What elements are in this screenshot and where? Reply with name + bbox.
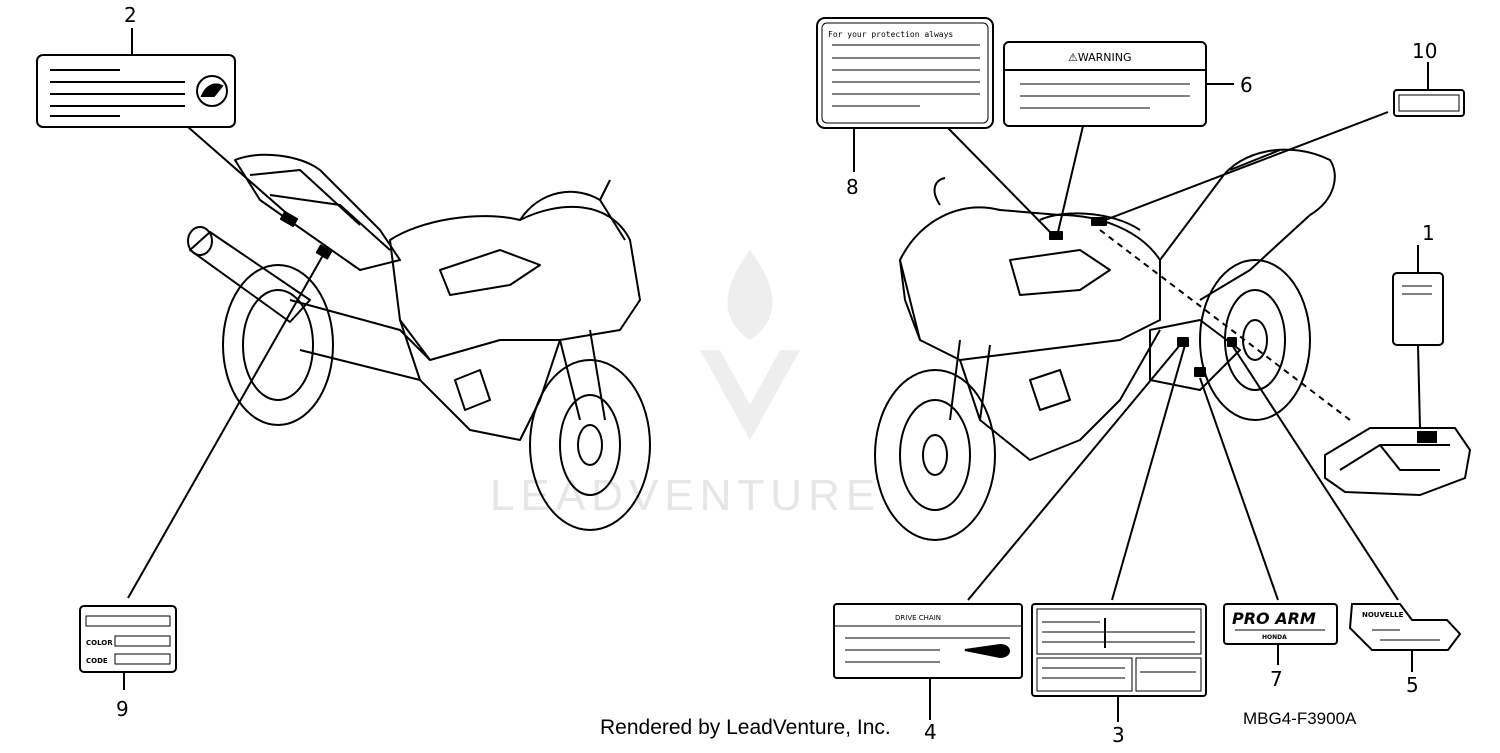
label-9-code: CODE xyxy=(86,657,108,665)
label-8-text: For your protection always xyxy=(828,30,953,39)
callout-5: 5 xyxy=(1406,673,1419,697)
callout-8: 8 xyxy=(846,175,859,199)
label-part-10 xyxy=(1393,89,1465,117)
label-part-7 xyxy=(1223,603,1338,645)
callout-3: 3 xyxy=(1112,723,1125,747)
label-part-3 xyxy=(1031,603,1207,697)
label-part-2 xyxy=(36,54,236,128)
label-9-color: COLOR xyxy=(86,639,113,647)
leader-lines xyxy=(123,28,1429,722)
watermark-text: LEADVENTURE xyxy=(490,471,881,520)
label-part-6 xyxy=(1003,41,1207,127)
callout-1: 1 xyxy=(1422,221,1435,245)
label-part-9 xyxy=(79,605,177,673)
callout-2: 2 xyxy=(124,3,137,27)
label-part-1 xyxy=(1392,272,1444,346)
footer-credit: Rendered by LeadVenture, Inc. xyxy=(600,716,891,739)
diagram-code: MBG4-F3900A xyxy=(1243,709,1357,728)
motorcycle-left-view xyxy=(187,153,651,531)
label-5-text: NOUVELLE xyxy=(1362,611,1404,619)
motorcycle-right-view xyxy=(874,148,1336,541)
label-part-4 xyxy=(833,603,1023,679)
watermark-logo xyxy=(700,250,800,440)
callout-9: 9 xyxy=(116,697,129,721)
label-part-5 xyxy=(1348,603,1462,651)
label-4-text: DRIVE CHAIN xyxy=(895,614,941,622)
callout-6: 6 xyxy=(1240,73,1253,97)
callout-10: 10 xyxy=(1412,39,1437,63)
label-7-text: PRO ARM xyxy=(1232,609,1316,628)
seat-cowl-detail xyxy=(1324,427,1472,497)
callout-7: 7 xyxy=(1270,667,1283,691)
callout-4: 4 xyxy=(924,720,937,744)
label-part-8 xyxy=(816,17,994,129)
label-6-text: ⚠WARNING xyxy=(1068,51,1132,64)
label-7-sub: HONDA xyxy=(1262,634,1287,641)
